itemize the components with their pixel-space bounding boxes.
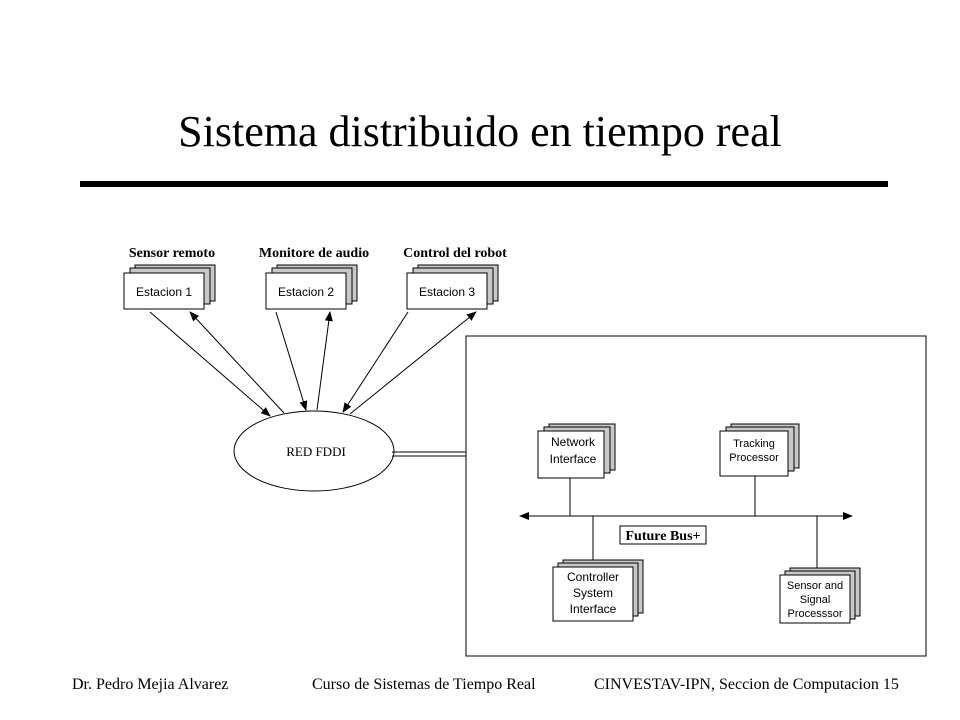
- tracking-processor-module: Tracking Processor: [719, 423, 800, 477]
- sensor-signal-processor-module: Sensor and Signal Processsor: [779, 567, 861, 624]
- arrow-station1-to-fddi: [149, 311, 271, 417]
- controller-line3: Interface: [570, 602, 617, 616]
- fddi-network-ellipse: [233, 410, 395, 492]
- network-interface-module: Network Interface: [537, 423, 616, 479]
- station-1-box: Estacion 1: [123, 264, 216, 310]
- station-2-group-label: Monitore de audio: [259, 246, 369, 261]
- tracking-processor-line1: Tracking: [733, 438, 775, 450]
- station-3-group-label: Control del robot: [403, 246, 507, 261]
- future-bus-label-box: [619, 525, 707, 545]
- title-rule: [80, 181, 888, 187]
- footer-author: Dr. Pedro Mejia Alvarez: [72, 676, 229, 693]
- fddi-network-label: RED FDDI: [286, 444, 346, 459]
- arrow-station2-to-fddi: [275, 311, 308, 411]
- sensor-processor-line2: Signal: [800, 594, 831, 606]
- station-1-group-label: Sensor remoto: [129, 246, 215, 261]
- network-interface-line1: Network: [551, 435, 596, 449]
- arrow-fddi-to-station2: [316, 311, 333, 411]
- controller-line2: System: [573, 586, 613, 600]
- slide-title: Sistema distribuido en tiempo real: [178, 107, 782, 156]
- station-2-label: Estacion 2: [278, 285, 334, 299]
- network-connections: [149, 311, 477, 417]
- station-3-label: Estacion 3: [419, 285, 475, 299]
- arrow-station3-to-fddi: [342, 311, 409, 413]
- controller-line1: Controller: [567, 570, 619, 584]
- sensor-processor-line1: Sensor and: [787, 580, 843, 592]
- future-bus-label: Future Bus+: [625, 529, 700, 544]
- footer-institution: CINVESTAV-IPN, Seccion de Computacion 15: [594, 676, 899, 693]
- arrow-fddi-to-station1: [189, 311, 285, 414]
- tracking-processor-line2: Processor: [729, 452, 779, 464]
- station-1-label: Estacion 1: [136, 285, 192, 299]
- network-interface-line2: Interface: [550, 452, 597, 466]
- bus-drop-lines: [569, 476, 818, 575]
- controller-system-interface-module: Controller System Interface: [552, 559, 644, 622]
- sensor-processor-line3: Processsor: [787, 608, 842, 620]
- arrow-fddi-to-station3: [349, 311, 477, 415]
- fddi-to-subsystem-link: [392, 451, 467, 457]
- footer-course: Curso de Sistemas de Tiempo Real: [312, 676, 536, 693]
- station-3-box: Estacion 3: [406, 264, 499, 310]
- station-2-box: Estacion 2: [265, 264, 358, 310]
